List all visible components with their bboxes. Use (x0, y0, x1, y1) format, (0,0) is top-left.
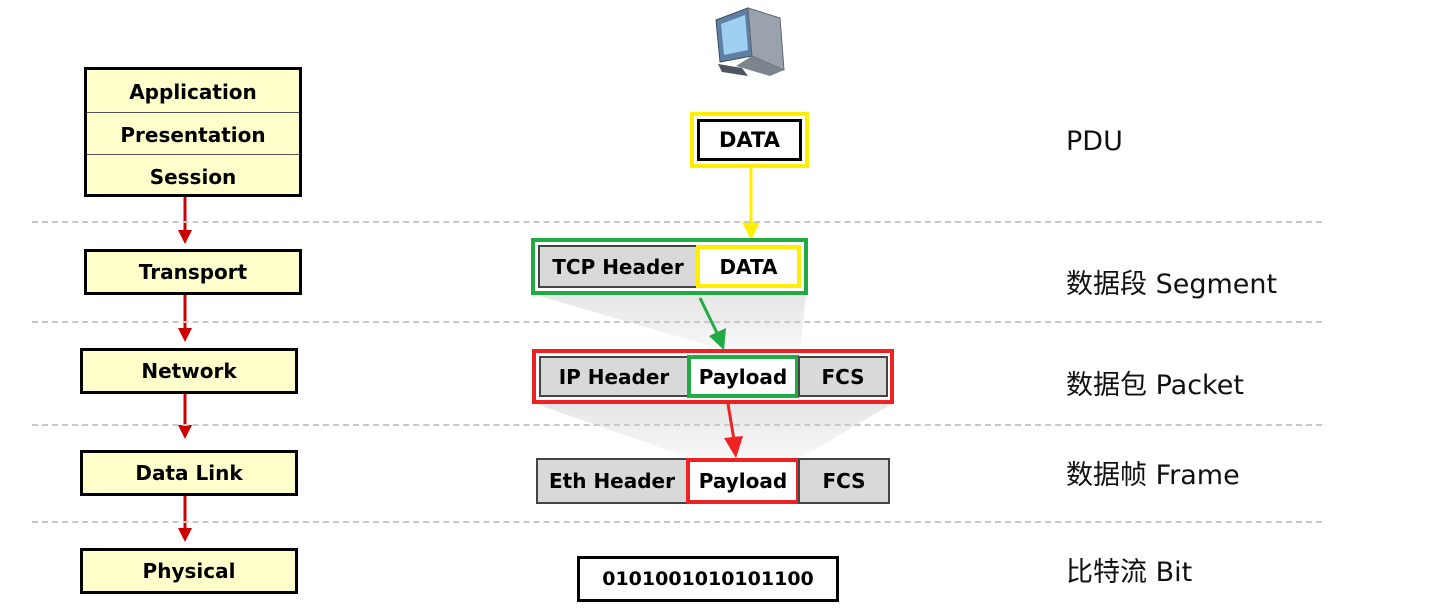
ip-header-cell: IP Header (539, 356, 689, 397)
divider-line (32, 221, 1322, 223)
packet-to-frame-funnel (536, 404, 892, 458)
packet-payload-cell: Payload (687, 355, 799, 398)
divider-line (32, 521, 1322, 523)
label-segment: 数据段 Segment (1066, 269, 1278, 300)
divider-line (32, 424, 1322, 426)
label-bit: 比特流 Bit (1066, 557, 1193, 588)
segment-to-packet-funnel (536, 295, 806, 352)
bitstream-cell: 0101001010101100 (577, 556, 839, 602)
label-pdu: PDU (1066, 126, 1123, 157)
upper-layers-stack: Application Presentation Session (84, 67, 302, 197)
layer-application: Application (129, 79, 257, 104)
layer-session: Session (87, 154, 299, 198)
layer-transport: Transport (84, 249, 302, 295)
packet-down-arrow (724, 403, 743, 458)
frame-pdu: Eth Header Payload FCS (536, 458, 890, 504)
data-cell: DATA (697, 119, 802, 161)
frame-payload-cell: Payload (686, 458, 800, 504)
layer-network: Network (80, 348, 298, 394)
label-packet: 数据包 Packet (1066, 370, 1244, 401)
segment-data-cell: DATA (696, 245, 801, 288)
packet-fcs-cell: FCS (798, 356, 888, 397)
layer-arrows (178, 197, 192, 542)
computer-icon (715, 7, 785, 76)
label-frame: 数据帧 Frame (1066, 460, 1240, 491)
layer-physical: Physical (80, 548, 298, 594)
data-pdu: DATA (690, 112, 809, 168)
eth-header-cell: Eth Header (536, 458, 688, 504)
layer-data-link: Data Link (80, 450, 298, 496)
segment-pdu: TCP Header DATA (531, 238, 808, 295)
data-down-arrow (742, 168, 760, 240)
divider-line (32, 321, 1322, 323)
packet-pdu: IP Header Payload FCS (532, 349, 894, 404)
tcp-header-cell: TCP Header (538, 245, 698, 288)
layer-presentation: Presentation (87, 112, 299, 156)
frame-fcs-cell: FCS (798, 458, 890, 504)
segment-down-arrow (698, 297, 726, 350)
